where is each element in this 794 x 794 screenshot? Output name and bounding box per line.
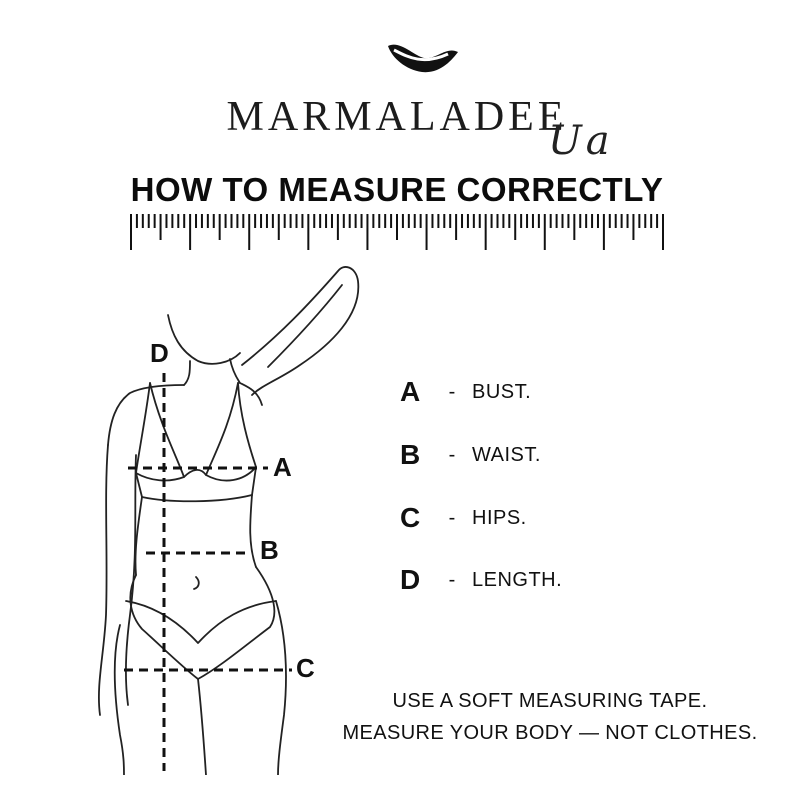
waist-line-label: B xyxy=(260,535,279,565)
measuring-tape-ruler-icon xyxy=(130,214,664,250)
legend-text: HIPS. xyxy=(472,506,527,529)
legend-letter: C xyxy=(400,502,421,533)
brand-name: MARMALADEE xyxy=(226,94,568,140)
hips-line-label: C xyxy=(296,653,315,683)
bust-line-label: A xyxy=(273,452,292,482)
legend-item-length: D - LENGTH. xyxy=(400,564,562,596)
legend-text: BUST. xyxy=(472,380,532,403)
legend-letter: A xyxy=(400,376,421,407)
legend-dash: - xyxy=(448,443,456,466)
brand-script-text: Ua xyxy=(548,118,614,164)
legend-text: WAIST. xyxy=(472,443,541,466)
legend-letter: D xyxy=(400,564,421,595)
note-body: MEASURE YOUR BODY — NOT CLOTHES. xyxy=(342,722,758,744)
legend-letter: B xyxy=(400,439,421,470)
length-line-label: D xyxy=(150,338,169,368)
legend-item-bust: A - BUST. xyxy=(400,376,531,408)
legend-dash: - xyxy=(448,568,456,591)
note-tape: USE A SOFT MEASURING TAPE. xyxy=(392,690,708,712)
legend-dash: - xyxy=(448,506,456,529)
body-outline-illustration xyxy=(98,266,360,775)
page-title: HOW TO MEASURE CORRECTLY xyxy=(130,171,664,208)
legend-item-hips: C - HIPS. xyxy=(400,502,527,534)
lips-logo-icon xyxy=(388,44,458,73)
legend-dash: - xyxy=(448,380,456,403)
legend-text: LENGTH. xyxy=(472,568,563,591)
legend-item-waist: B - WAIST. xyxy=(400,439,541,471)
